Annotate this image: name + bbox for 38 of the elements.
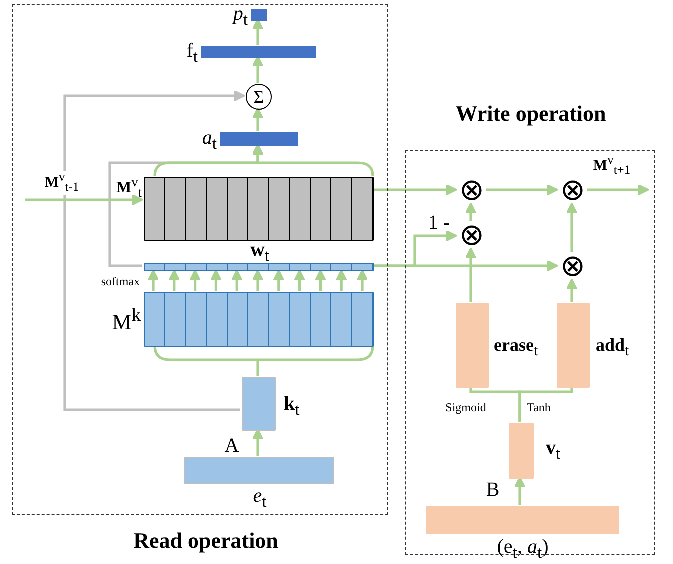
arrow <box>252 107 264 131</box>
math-label: 1 - <box>428 212 450 234</box>
arrow <box>465 247 477 302</box>
section-title: Read operation <box>134 528 278 554</box>
section-title: Write operation <box>456 102 606 126</box>
edge-label: Sigmoid <box>444 401 488 415</box>
arrow <box>486 184 559 196</box>
arrow <box>154 144 374 178</box>
edge-label: softmax <box>100 275 141 289</box>
edge-label: Tanh <box>526 401 552 415</box>
math-label: (e$_{t}$, a$_{t}$) <box>497 536 549 562</box>
arrow <box>374 184 458 196</box>
sum-circle: Σ <box>246 84 272 110</box>
math-label: f$_{t}$ <box>186 40 198 66</box>
arrow <box>25 194 144 206</box>
connector-line <box>154 344 374 378</box>
arrow <box>148 269 368 291</box>
multiply-symbol: ⊗ <box>559 253 587 281</box>
math-label: add$_{t}$ <box>596 336 630 360</box>
math-label: w$_{t}$ <box>250 238 270 266</box>
arrow <box>514 476 526 505</box>
math-label: k$_{t}$ <box>284 392 300 420</box>
math-label: e$_{t}$ <box>253 484 267 512</box>
multiply-symbol: ⊗ <box>559 177 587 205</box>
arrow <box>587 184 650 196</box>
arrow <box>252 428 264 456</box>
math-label: a$_{t}$ <box>202 126 217 154</box>
math-label: erase$_{t}$ <box>494 336 538 360</box>
arrow <box>465 202 477 221</box>
math-label: p$_{t}$ <box>233 2 248 30</box>
arrow <box>374 260 559 272</box>
math-label: M$^{k}$ <box>112 305 141 335</box>
arrow <box>64 90 246 412</box>
connector-line <box>518 387 574 422</box>
math-label: v$_{t}$ <box>546 436 561 464</box>
arrow <box>566 202 578 252</box>
multiply-symbol: ⊗ <box>458 177 486 205</box>
arrow <box>566 278 578 302</box>
